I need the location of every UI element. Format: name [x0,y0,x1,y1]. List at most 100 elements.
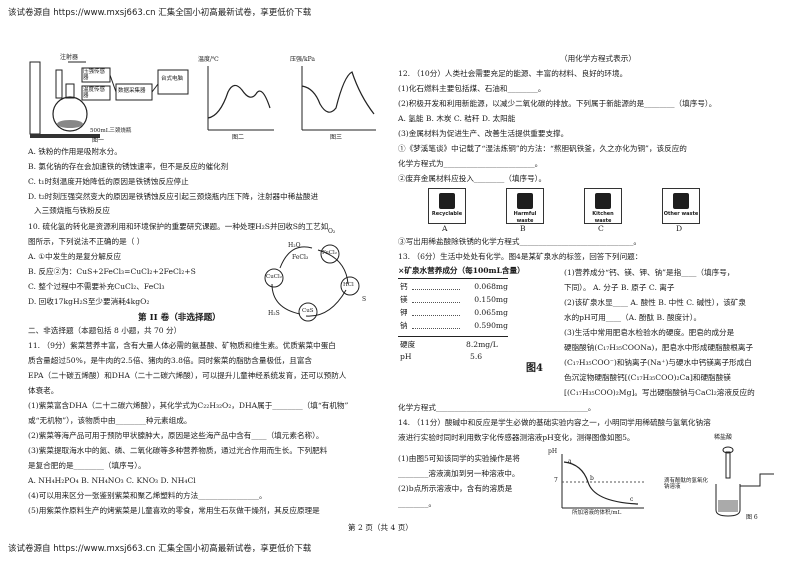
flask-label: 500mL三颈烧瓶 [90,128,132,134]
q14-part-1-cont: ________溶液滴加到另一种溶液中。 [398,469,520,478]
recyclable-icon [439,193,455,209]
mineral-label-title: ×矿泉水营养成分（每100mL含量） [398,266,525,275]
q12-energy-options: A. 氢能 B. 木炭 C. 秸秆 D. 太阳能 [398,114,516,123]
q11-part-3: (3)紫菜提取海水中的氮、磷、二氧化碳等多种营养物质，通过光合作用而生长。下列肥… [28,446,328,455]
mineral-value: 0.068mg [474,282,508,291]
q13-part-3-line-5: [(C₁₇H₃₅COO)₂Mg]。写出硬脂酸钠与CaCl₂溶液反应的 [564,388,755,397]
harmful-waste-icon [517,193,533,209]
recycle-bins: Recyclable A Harmful waste B Kitchen was… [428,188,758,236]
temperature-graph: 温度/℃ 图二 [198,56,278,146]
page-number: 第 2 页（共 4 页） [348,523,413,532]
mineral-value: 0.065mg [474,308,508,317]
q11-part-1-cont: 或“无机物”），该物质中由________种元素组成。 [28,416,192,425]
recycle-bin-a: Recyclable [428,188,466,224]
q11-line-4: 体衰老。 [28,386,59,395]
mineral-rule-mid [398,336,508,337]
q13-part-3: (3)生活中常用肥皂水检验水的硬度。肥皂的成分是 [564,328,735,337]
q11-part-1: (1)紫菜富含DHA（二十二碳六烯酸），其化学式为C₂₂H₃₂O₂，DHA属于_… [28,401,349,410]
cycle-s: S [362,296,367,303]
q12-part-3: (3)金属材料为促进生产、改善生活提供重要支撑。 [398,129,569,138]
page-footer-text: 该试卷源自 https://www.mxsj663.cn 汇集全国小初高最新试卷… [8,544,312,554]
q13-part-1-cont: 下同）。 A. 分子 B. 原子 C. 离子 [564,283,675,292]
temp-sensor-label: 温度传感器 [83,87,106,100]
q13-part-3-equation: 化学方程式___________________________________… [398,403,596,412]
syringe-label: 注射器 [60,54,79,61]
cycle-hcl: HCl [343,282,354,288]
q10-stem: 10. 硫化氢的转化是资源利用和环境保护的重要研究课题。一种处理H₂S并回收S的… [28,222,329,231]
q12-part-3-3: ③写出用稀盐酸除铁锈的化学方程式________________________… [398,237,641,246]
fig6-solution-label: 滴有酚酞的氢氧化钠溶液 [664,478,709,491]
q13-part-3-line-4: 色沉淀物硬脂酸钙[(C₁₇H₃₅COO)₂Ca]和硬脂酸镁 [564,373,731,382]
fig3-caption: 图三 [330,134,343,141]
mineral-name: 钙 [400,282,408,291]
cycle-cucl2: CuCl₂ [266,274,282,280]
mineral-name: 镁 [400,295,408,304]
q9-option-a: A. 铁粉的作用是吸附水分。 [28,147,122,156]
right-column: （用化学方程式表示） 12. （10分）人类社会需要充足的能源、丰富的材料、良好… [398,54,790,534]
computer-label: 台式电脑 [161,76,184,82]
pressure-graph: 压强/kPa 图三 [290,56,380,146]
q11-line-3: EPA（二十碳五烯酸）和DHA（二十二碳六烯酸），可以提升儿童神经系统发育，还可… [28,371,347,380]
mineral-name: 钾 [400,308,408,317]
q11-line-1: 11. （9分）紫菜营养丰富，含有大量人体必需的氨基酸、矿物质和维生素。优质紫菜… [28,341,336,350]
fig4-caption: 图4 [526,363,543,374]
mineral-water-label: ×矿泉水营养成分（每100mL含量） 钙 0.068mg 镁 0.150mg 钾… [398,266,558,378]
q12-stem: 12. （10分）人类社会需要充足的能源、丰富的材料、良好的环境。 [398,69,628,78]
recycle-bin-c-letter: C [598,224,604,233]
q13-part-2-cont: 水的pH可用____（A. 酚酞 B. 酸度计）。 [564,313,702,322]
mineral-leader [412,289,460,290]
part2-intro: 二、非选择题（本题包括 8 小题，共 70 分） [28,326,182,335]
fig2-caption: 图二 [232,134,245,141]
pressure-graph-drawing [301,66,376,131]
q13-part-3-line-2: 硬脂酸钠(C₁₇H₃₅COONa)，肥皂水中形成硬脂酸根离子 [564,343,754,352]
q9-option-d-cont: 入三颈烧瓶与铁粉反应 [34,206,110,215]
q13-part-3-line-3: (C₁₇H₃₅COO⁻)和钠离子(Na⁺)与硬水中钙镁离子形成白 [564,358,752,367]
recycle-bin-d-caption: Other waste [663,211,699,217]
mineral-value: 0.150mg [474,295,508,304]
graph5-x-axis: 所加溶液的体积/mL [572,510,622,516]
mineral-leader [412,302,460,303]
graph5-y-axis: pH [548,448,558,455]
ph-label: pH [400,352,412,361]
titration-drawing [715,446,774,517]
q14-part-2-cont: ________。 [398,499,436,508]
recycle-bin-d: Other waste [662,188,700,224]
fig6-acid-label: 稀盐酸 [714,434,733,441]
hardness-label: 硬度 [400,340,416,349]
q10-option-c: C. 整个过程中不需要补充CuCl₂、FeCl₃ [28,282,165,291]
q12-part-2: (2)积极开发和利用新能源，以减少二氧化碳的排放。下列属于新能源的是______… [398,99,717,108]
q13-stem: 13. （6分）生活中处处有化学。图4是某矿泉水的标签，回答下列问题： [398,252,643,261]
apparatus-figure: 注射器 压强传感器 温度传感器 数据采集器 台式电脑 500mL三颈烧瓶 图一 [28,54,193,146]
hardness-value: 8.2mg/L [466,340,498,349]
recycle-bin-a-letter: A [442,224,448,233]
pressure-axis-label: 压强/kPa [290,56,316,63]
fig1-caption: 图一 [92,137,105,144]
part2-title: 第 II 卷（非选择题） [138,313,221,323]
cycle-diagram-drawing [264,244,360,322]
pressure-sensor-label: 压强传感器 [83,69,106,82]
kitchen-waste-icon [595,193,611,209]
ph-curve-graph: pH 7 a b c 所加溶液的体积/mL [548,448,648,522]
q10-option-d: D. 回收17kgH₂S至少要消耗4kgO₂ [28,297,150,306]
q14-part-2: (2)b点所示溶液中，含有的溶质是 [398,484,513,493]
q11-part-4: (4)可以用来区分一张鉴别紫菜和聚乙烯塑料的方法________________… [28,491,267,500]
collector-label: 数据采集器 [118,88,146,94]
q9-option-b: B. 氯化钠的存在会加速铁的锈蚀速率，但不是反应的催化剂 [28,162,229,171]
graph5-point-b: b [590,475,594,482]
graph5-seven: 7 [554,477,558,484]
q10-option-b: B. 反应②为：CuS+2FeCl₃=CuCl₂+2FeCl₂+S [28,267,196,276]
mineral-leader [412,328,460,329]
q13-part-1: (1)营养成分“钙、镁、钾、钠”是指____（填序号， [564,268,735,277]
q11-part-3-cont: 是复合肥的是________（填序号）。 [28,461,146,470]
fig6-caption: 图 6 [746,514,758,521]
q10-stem-2: 图所示，下列说法不正确的是（ ） [28,237,145,246]
recycle-bin-c-caption: Kitchen waste [592,211,614,225]
graph5-point-c: c [630,496,634,503]
cycle-fecl2: FeCl₂ [322,250,337,256]
recycle-bin-a-caption: Recyclable [431,211,463,217]
q12-part-3-1: ①《梦溪笔谈》中记载了“湿法炼铜”的方法：“熬胆矾铁釜，久之亦化为铜”，该反应的 [398,144,687,153]
top-equation-note: （用化学方程式表示） [560,54,636,63]
left-column: 注射器 压强传感器 温度传感器 数据采集器 台式电脑 500mL三颈烧瓶 图一 … [28,54,388,534]
mineral-leader [412,315,460,316]
q14-part-1: (1)由图5可知该同学的实验操作是将 [398,454,520,463]
